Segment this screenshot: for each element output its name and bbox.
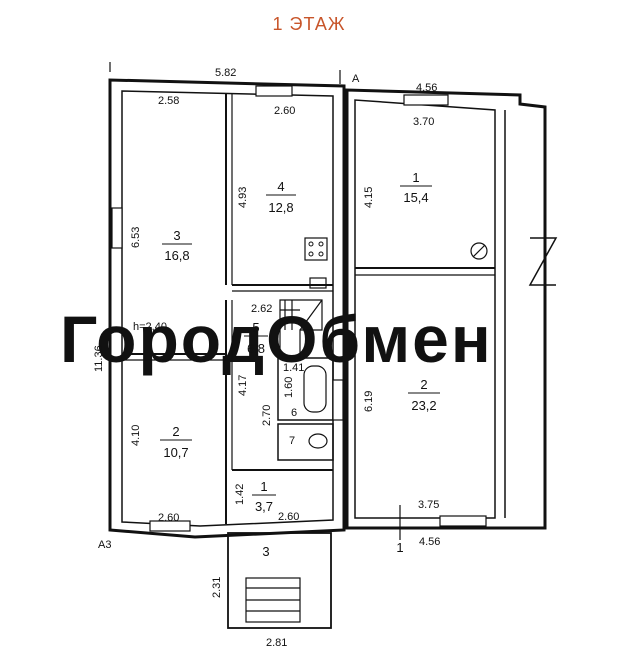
dim-right-top-outer: 4.56 [416, 82, 437, 94]
boiler-slash [472, 244, 486, 258]
room-num-right-1: 1 [412, 170, 419, 185]
room-num-porch-3: 3 [262, 544, 269, 559]
dim-right1-side: 4.15 [363, 187, 375, 208]
dim-bath-width: 1.41 [283, 362, 304, 374]
dim-porch-side: 2.31 [211, 577, 223, 598]
marker-a3: А3 [98, 539, 111, 551]
room-area-right-1: 15,4 [403, 190, 428, 205]
porch [227, 532, 332, 629]
window [332, 379, 344, 421]
dim-right-bottom-inner: 3.75 [418, 499, 439, 511]
dim-stair-width: 2.62 [251, 303, 272, 315]
right-house-outer-wall [345, 88, 547, 530]
break-symbol [528, 215, 558, 320]
dim-total-height: 11.36 [93, 345, 105, 372]
window [149, 520, 191, 532]
room-num-right-2: 2 [420, 377, 427, 392]
room-num-entry-1: 1 [396, 540, 403, 555]
dim-porch-bottom: 2.81 [266, 637, 287, 649]
room-num-left-1: 1 [260, 479, 267, 494]
dim-hall-side: 1.42 [234, 484, 246, 505]
stove [304, 237, 328, 261]
height-label: h=2,40 [133, 321, 167, 333]
room-area-left-5: 6,8 [247, 341, 265, 356]
dim-room2-bottom: 2.60 [158, 512, 179, 524]
dim-room5-side: 4.17 [237, 375, 249, 396]
dim-hall-bottom: 2.60 [278, 511, 299, 523]
sink [309, 277, 327, 289]
dim-room3-side: 6.53 [130, 227, 142, 248]
dim-right-top-inner: 3.70 [413, 116, 434, 128]
stair [279, 299, 323, 357]
room-num-left-3: 3 [173, 228, 180, 243]
dim-wc-side: 2.70 [261, 405, 273, 426]
boiler [470, 242, 488, 260]
dim-top-total: 5.82 [215, 67, 236, 79]
room-num-left-2: 2 [172, 424, 179, 439]
room-num-left-7: 7 [289, 435, 295, 447]
toilet [308, 433, 328, 449]
dim-right2-side: 6.19 [363, 391, 375, 412]
window [255, 85, 293, 97]
left-house-inner-wall [121, 90, 334, 527]
room-num-left-5: 5 [252, 320, 259, 335]
dim-room2-side: 4.10 [130, 425, 142, 446]
room-area-left-4: 12,8 [268, 200, 293, 215]
right-house-inner-wall [354, 99, 496, 519]
stove-burner [308, 251, 314, 257]
stove-burner [318, 241, 324, 247]
stove-burner [308, 241, 314, 247]
room-area-left-2: 10,7 [163, 445, 188, 460]
dim-bath-height: 1.60 [283, 377, 295, 398]
room-num-left-4: 4 [277, 179, 284, 194]
dim-room4-side: 4.93 [237, 187, 249, 208]
dim-right-bottom-outer: 4.56 [419, 536, 440, 548]
window [439, 515, 487, 527]
room-area-left-3: 16,8 [164, 248, 189, 263]
watermark: ГородОбмен [60, 302, 493, 376]
floor-title: 1 ЭТАЖ [272, 14, 346, 34]
bathtub [303, 365, 327, 413]
window [403, 94, 449, 106]
room-area-right-2: 23,2 [411, 398, 436, 413]
room-num-left-6: 6 [291, 407, 297, 419]
wc-block [277, 423, 334, 461]
dim-room4-top: 2.60 [274, 105, 295, 117]
window [111, 207, 123, 249]
dim-room3-top: 2.58 [158, 95, 179, 107]
room-area-left-1: 3,7 [255, 499, 273, 514]
stove-burner [318, 251, 324, 257]
marker-a-top: А [352, 73, 360, 85]
